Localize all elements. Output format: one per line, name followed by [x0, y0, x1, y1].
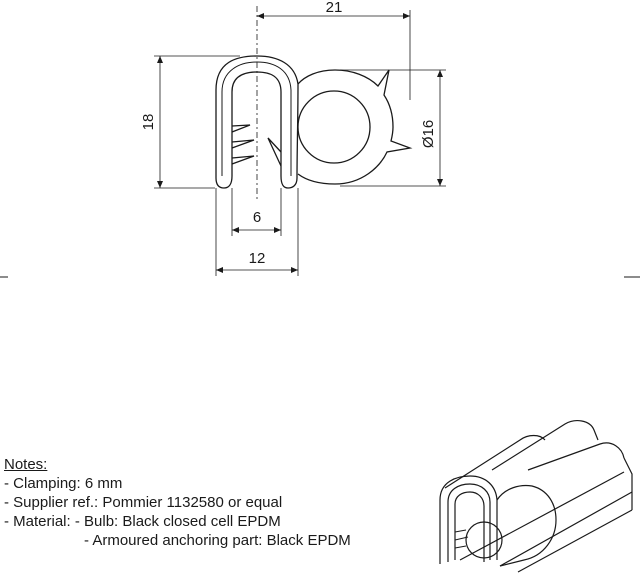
dim-height-left: 18 [140, 114, 157, 131]
fin-1 [231, 124, 251, 133]
dim-width-top: 21 [326, 0, 343, 16]
fin-2 [231, 139, 255, 149]
note-armoured: - Armoured anchoring part: Black EPDM [84, 532, 351, 549]
bulb-outer [297, 69, 413, 185]
profile-section [215, 55, 413, 189]
notes-title: Notes: [4, 456, 48, 473]
note-clamping: - Clamping: 6 mm [4, 475, 123, 492]
bulb-hole [297, 90, 371, 164]
fin-right [267, 137, 282, 167]
clip-outer [215, 55, 299, 189]
dimension-lines [154, 10, 446, 276]
note-supplier: - Supplier ref.: Pommier 1132580 or equa… [4, 494, 283, 511]
note-material: - Material: - Bulb: Black closed cell EP… [4, 513, 281, 530]
dim-base-width: 12 [249, 250, 266, 267]
notes-block: Notes: - Clamping: 6 mm - Supplier ref.:… [4, 455, 351, 550]
dim-diameter: Ø16 [420, 120, 437, 148]
fin-3 [231, 155, 255, 165]
isometric-view [439, 420, 633, 573]
dim-clamp-gap: 6 [253, 209, 261, 226]
